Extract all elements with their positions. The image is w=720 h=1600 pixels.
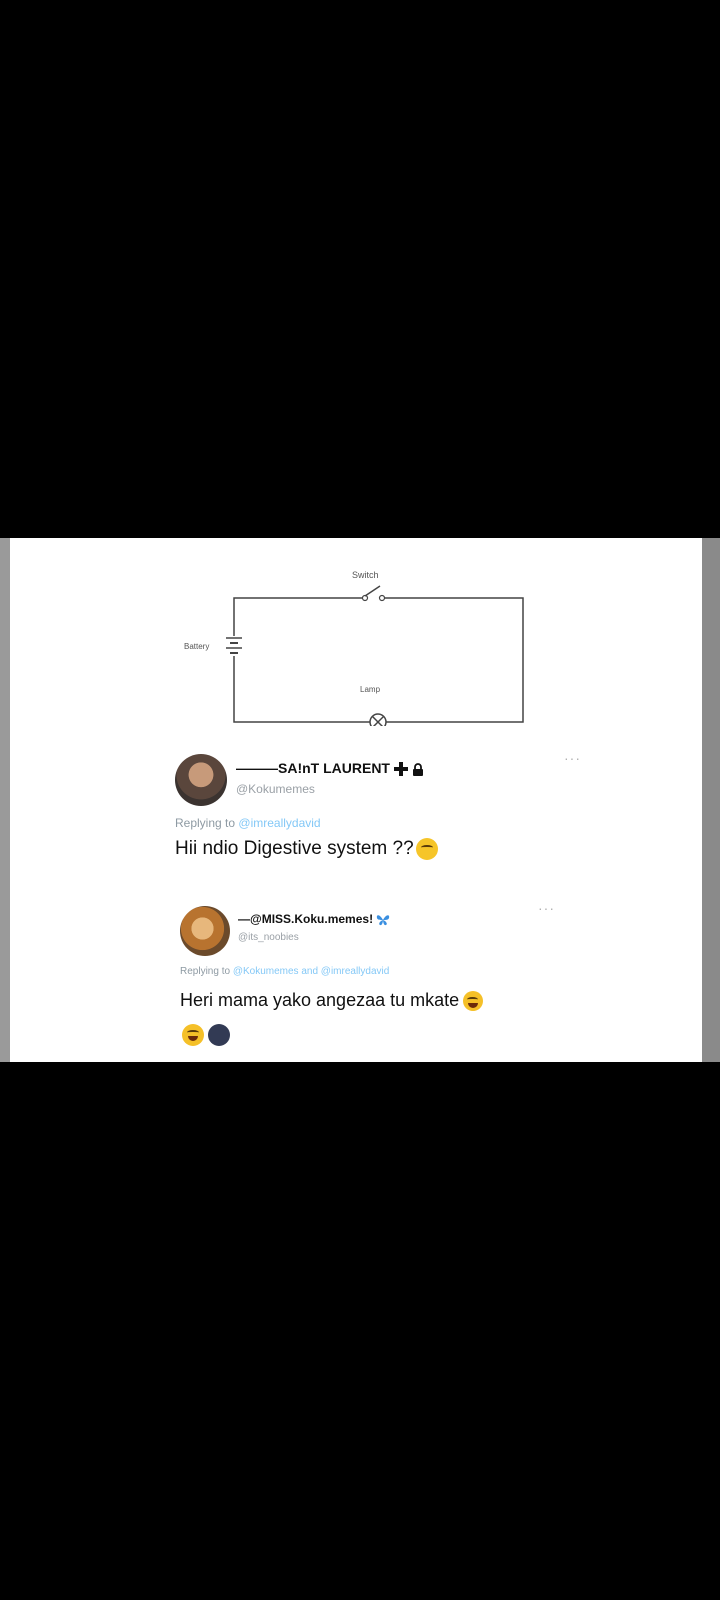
circuit-diagram: Switch Battery Lamp: [184, 570, 524, 726]
battery-label: Battery: [184, 642, 209, 651]
replying-prefix: Replying to: [180, 966, 231, 977]
display-name-text: ———SA!nT LAURENT: [236, 760, 390, 776]
switch-contact: [361, 594, 369, 602]
dark-emoji-icon: [208, 1024, 230, 1046]
tweet-text: Hii ndio Digestive system ??: [175, 838, 438, 860]
circuit-wire: [233, 597, 363, 636]
switch-contact: [378, 594, 386, 602]
display-name[interactable]: ———SA!nT LAURENT: [236, 760, 424, 777]
laughing-emoji-icon: [463, 991, 484, 1012]
circuit-wire: [383, 597, 524, 723]
tweet-text-content: Hii ndio Digestive system ??: [175, 838, 414, 860]
avatar[interactable]: [180, 906, 230, 956]
thinking-emoji-icon: [415, 838, 438, 860]
more-options-button[interactable]: ···: [538, 900, 555, 916]
replying-prefix: Replying to: [175, 816, 236, 830]
switch-lever: [364, 585, 381, 597]
switch-label: Switch: [352, 570, 379, 580]
tweet-text: Heri mama yako angezaa tu mkate: [180, 990, 484, 1012]
screenshot-card: Switch Battery Lamp ———SA!nT LAURENT @Ko…: [10, 538, 702, 1062]
more-options-button[interactable]: ···: [564, 750, 581, 766]
mention-link[interactable]: @Kokumemes: [232, 966, 299, 977]
display-name-text: —@MISS.Koku.memes!: [238, 912, 374, 926]
laughing-emoji-icon: [182, 1024, 204, 1046]
circuit-wire: [233, 656, 370, 723]
left-edge: [0, 538, 10, 1062]
replying-to: Replying to @Kokumemes and @imreallydavi…: [180, 966, 389, 977]
lamp-cross: [372, 715, 385, 726]
right-edge-scrollbar: [702, 538, 720, 1062]
replying-and: and: [301, 966, 319, 977]
plus-icon: [393, 762, 408, 777]
lock-icon: [412, 762, 423, 776]
handle[interactable]: @Kokumemes: [236, 782, 315, 796]
display-name[interactable]: —@MISS.Koku.memes!: [238, 912, 390, 926]
tweet-text-content: Heri mama yako angezaa tu mkate: [180, 990, 460, 1010]
mention-link[interactable]: @imreallydavid: [238, 816, 321, 830]
mention-link[interactable]: @imreallydavid: [320, 966, 390, 977]
butterfly-icon: [377, 915, 390, 925]
lamp-symbol: [369, 713, 387, 726]
lamp-label: Lamp: [360, 685, 381, 694]
replying-to: Replying to @imreallydavid: [175, 816, 321, 830]
avatar[interactable]: [175, 754, 227, 806]
handle[interactable]: @its_noobies: [238, 932, 299, 943]
